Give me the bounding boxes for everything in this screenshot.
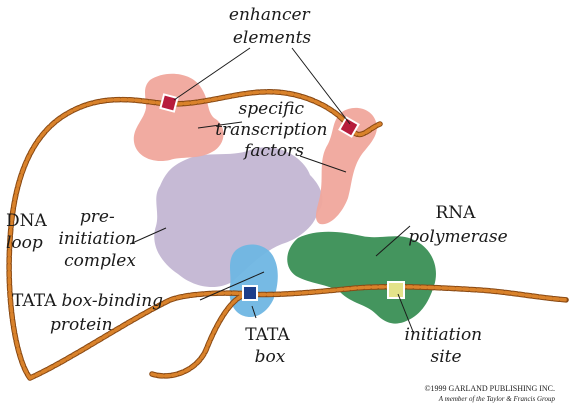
rna-polymerase-shape xyxy=(287,231,436,324)
initiation-site-box xyxy=(387,281,405,299)
enhancer-element-box-right xyxy=(338,116,360,138)
dna-strand xyxy=(6,89,571,381)
copyright-line-1: ©1999 GARLAND PUBLISHING INC. xyxy=(424,384,555,393)
label-initiation-site: initiation site xyxy=(404,325,487,367)
leader-lines xyxy=(129,47,415,335)
label-tata-box: TATA box xyxy=(245,325,295,367)
label-preinitiation-complex: pre- initiation complex xyxy=(58,207,141,271)
label-dna-loop: DNA loop xyxy=(6,211,52,253)
label-rna-polymerase: RNA polymerase xyxy=(408,203,507,247)
tata-box xyxy=(242,285,258,301)
label-enhancer-elements: enhancer elements xyxy=(229,5,315,48)
tata-binding-protein-shape xyxy=(229,244,278,318)
label-specific-transcription-factors: specific transcription factors xyxy=(215,99,333,161)
left-transcription-factor-shape xyxy=(133,73,224,162)
preinitiation-complex-shape xyxy=(154,147,323,288)
enhancer-element-box-left xyxy=(159,93,179,113)
copyright-line-2: A member of the Taylor & Francis Group xyxy=(438,395,556,403)
